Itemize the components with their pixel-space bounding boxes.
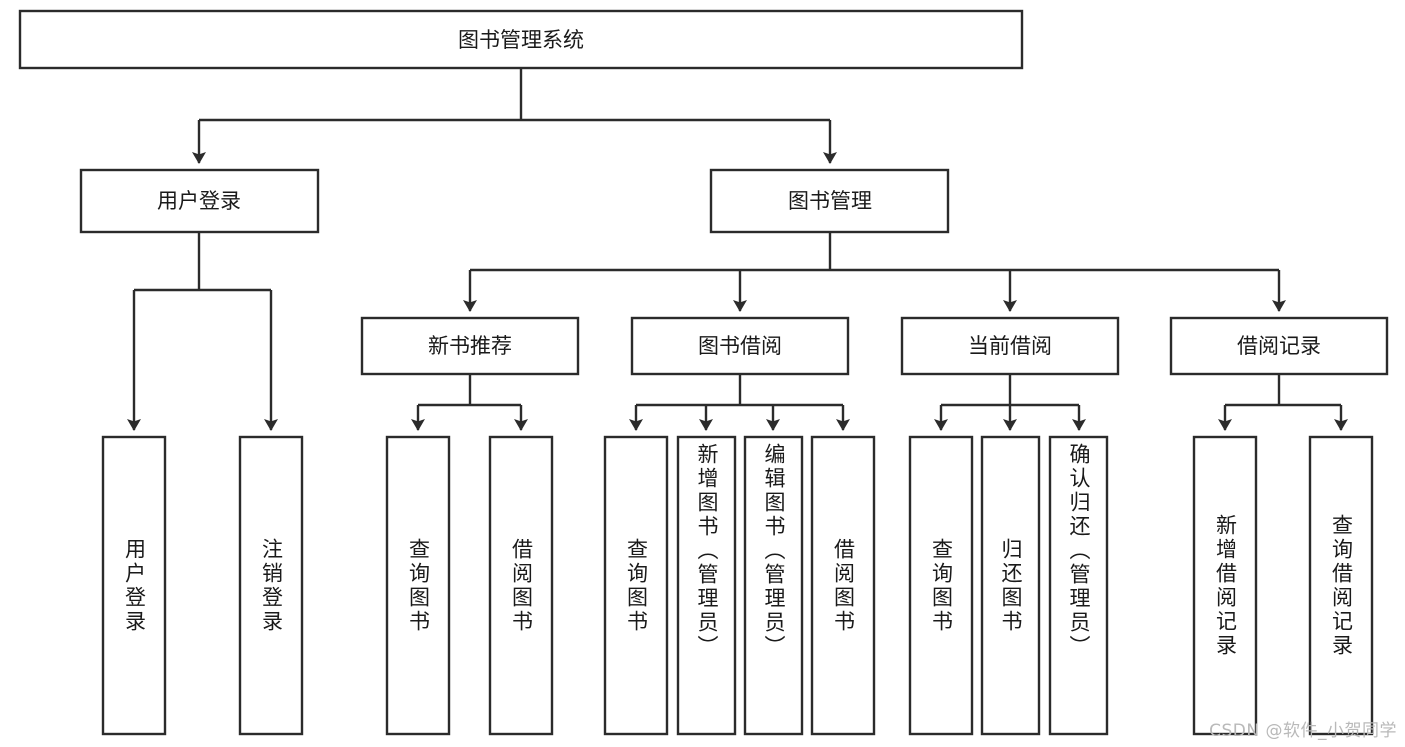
connector-layer <box>127 68 1348 431</box>
node-box-book-management[interactable] <box>709 168 950 234</box>
node-label-current-borrow: 当前借阅 <box>968 334 1052 358</box>
node-label-borrow-record: 借阅记录 <box>1237 334 1321 358</box>
node-layer: 图书管理系统 用户登录 图书管理 新书推荐 图书借阅 当前借阅 借阅记录 <box>18 9 1389 736</box>
node-box-leaf-query-book-1[interactable] <box>385 435 451 736</box>
node-box-root[interactable] <box>18 9 1024 70</box>
watermark-text: CSDN @软件_小贺同学 <box>1209 721 1397 741</box>
node-box-leaf-add-book[interactable] <box>676 435 737 736</box>
node-label-book-management: 图书管理 <box>788 189 872 213</box>
node-box-leaf-confirm-return[interactable] <box>1048 435 1109 736</box>
node-box-user-login[interactable] <box>79 168 320 234</box>
node-box-leaf-add-borrow-record[interactable] <box>1192 435 1258 736</box>
node-box-new-book-recommend[interactable] <box>360 316 580 376</box>
node-box-borrow-record[interactable] <box>1169 316 1389 376</box>
node-box-leaf-query-borrow-record[interactable] <box>1308 435 1374 736</box>
node-box-leaf-query-book-3[interactable] <box>908 435 974 736</box>
node-box-leaf-edit-book[interactable] <box>743 435 804 736</box>
node-box-leaf-borrow-book-2[interactable] <box>810 435 876 736</box>
node-box-book-borrow[interactable] <box>630 316 850 376</box>
node-label-book-borrow: 图书借阅 <box>698 334 782 358</box>
node-box-leaf-user-login[interactable] <box>101 435 167 736</box>
node-label-user-login: 用户登录 <box>157 189 241 213</box>
node-box-leaf-borrow-book-1[interactable] <box>488 435 554 736</box>
node-box-leaf-query-book-2[interactable] <box>603 435 669 736</box>
node-box-current-borrow[interactable] <box>900 316 1120 376</box>
node-label-root: 图书管理系统 <box>458 28 584 52</box>
node-box-leaf-return-book[interactable] <box>980 435 1041 736</box>
node-label-new-book-recommend: 新书推荐 <box>428 334 512 358</box>
node-box-leaf-logout-login[interactable] <box>238 435 304 736</box>
